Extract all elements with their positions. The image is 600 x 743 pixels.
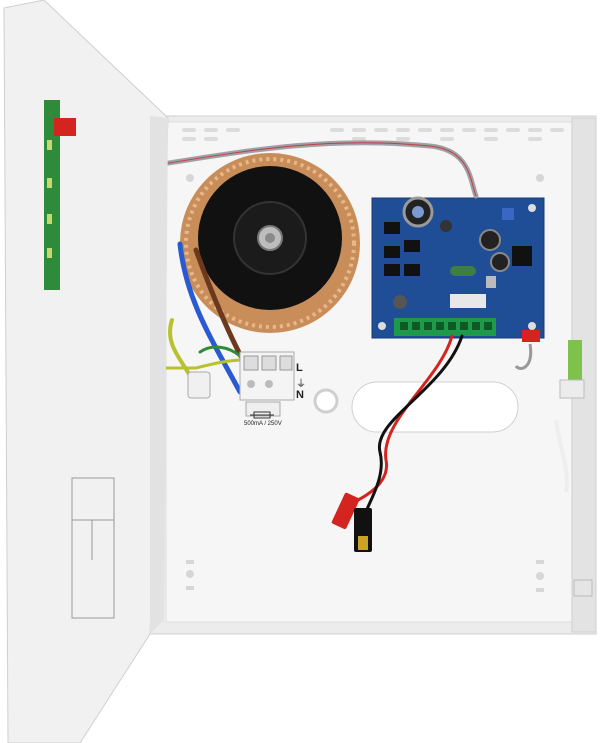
toroidal-transformer [180, 153, 360, 333]
battery-leads [348, 334, 464, 514]
enclosure-door [3, 0, 169, 743]
red-connector [522, 330, 540, 342]
psu-circuit-board [371, 196, 545, 339]
cable-grommet [313, 388, 339, 414]
cable-slot [351, 381, 519, 433]
fuse-symbol-icon [250, 411, 274, 419]
tamper-switch [554, 340, 585, 493]
door-indicator-board [44, 100, 76, 290]
earth-terminal-label: ⏚ [296, 379, 306, 390]
fuse-rating-label: 500mA / 250V [244, 421, 282, 427]
tamper-wire [514, 343, 533, 370]
live-terminal-label: L [296, 362, 303, 374]
output-terminal-strip [394, 318, 496, 336]
mounting-holes [186, 174, 544, 592]
door-label-sticker [71, 477, 115, 619]
side-bracket [573, 579, 593, 597]
battery-connectors [331, 492, 372, 552]
vent-slots [182, 128, 564, 141]
neutral-terminal-label: N [296, 389, 304, 401]
